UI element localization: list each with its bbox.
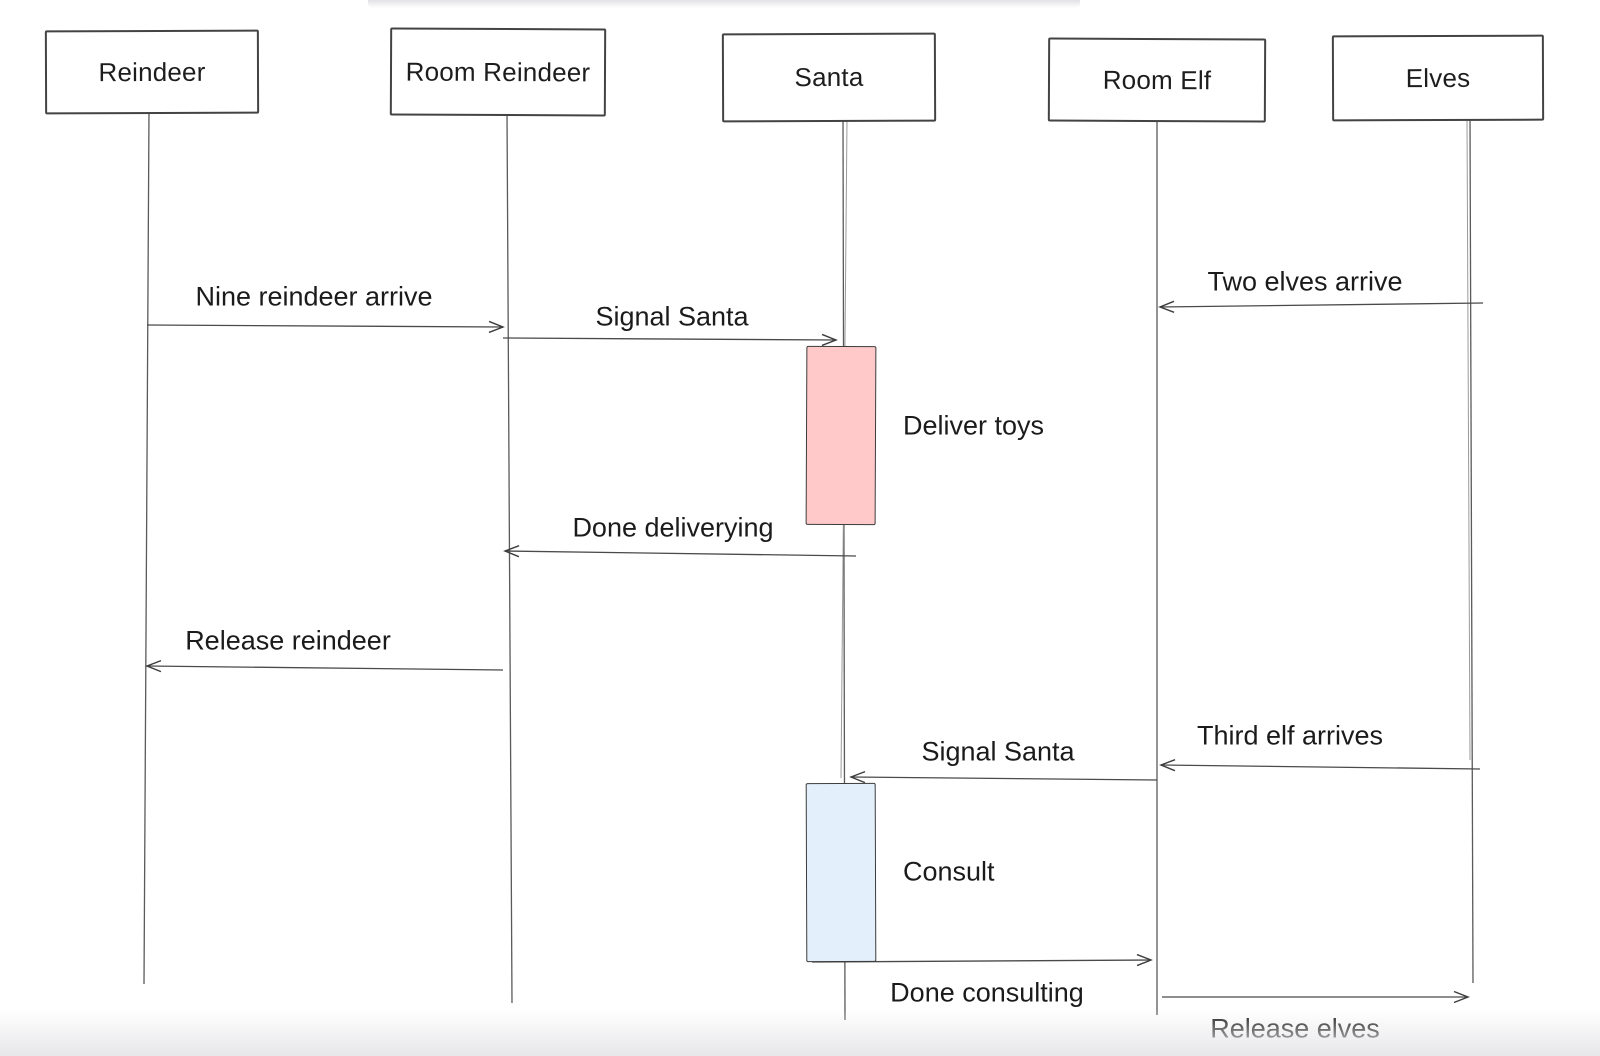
actor-label-santa: Santa [794,61,864,93]
actor-box-reindeer[interactable]: Reindeer [44,29,260,115]
lifeline-elves[interactable] [1469,116,1474,984]
message-arrow-two-elves-arrive[interactable] [1158,300,1484,313]
toolbar-shadow [368,0,1080,9]
message-arrow-signal-santa-2[interactable] [849,770,1158,784]
message-label-nine-reindeer-arrive[interactable]: Nine reindeer arrive [195,281,433,312]
lifeline-room-reindeer[interactable] [506,111,513,1004]
lifeline-elves-stroke2 [1466,119,1471,761]
message-label-signal-santa-1[interactable]: Signal Santa [595,301,749,332]
actor-label-reindeer: Reindeer [98,56,206,87]
lifeline-reindeer[interactable] [143,109,150,985]
actor-label-room-reindeer: Room Reindeer [405,56,591,87]
message-arrow-release-reindeer[interactable] [145,660,504,673]
message-arrow-signal-santa-1[interactable] [502,333,838,347]
activation-label-consult[interactable]: Consult [903,856,995,887]
message-label-done-deliverying[interactable]: Done deliverying [572,512,774,543]
message-label-signal-santa-2[interactable]: Signal Santa [921,736,1075,767]
message-label-two-elves-arrive[interactable]: Two elves arrive [1207,266,1403,297]
actor-box-room-reindeer[interactable]: Room Reindeer [389,27,607,117]
message-arrow-third-elf-arrives[interactable] [1159,759,1481,772]
activation-consult[interactable] [805,782,877,963]
message-arrow-done-deliverying[interactable] [503,545,857,558]
actor-box-santa[interactable]: Santa [721,32,937,123]
actor-label-elves: Elves [1405,62,1471,93]
message-arrow-nine-reindeer-arrive[interactable] [146,320,505,334]
actor-box-elves[interactable]: Elves [1331,34,1545,122]
bottom-edge-shadow [0,1010,1600,1056]
activation-label-deliver-toys[interactable]: Deliver toys [903,410,1045,441]
message-label-third-elf-arrives[interactable]: Third elf arrives [1196,720,1384,751]
actor-label-room-elf: Room Elf [1102,64,1212,95]
message-label-done-consulting[interactable]: Done consulting [890,977,1084,1008]
message-label-release-reindeer[interactable]: Release reindeer [185,625,391,656]
actor-box-room-elf[interactable]: Room Elf [1047,37,1267,123]
activation-deliver-toys[interactable] [805,345,877,526]
